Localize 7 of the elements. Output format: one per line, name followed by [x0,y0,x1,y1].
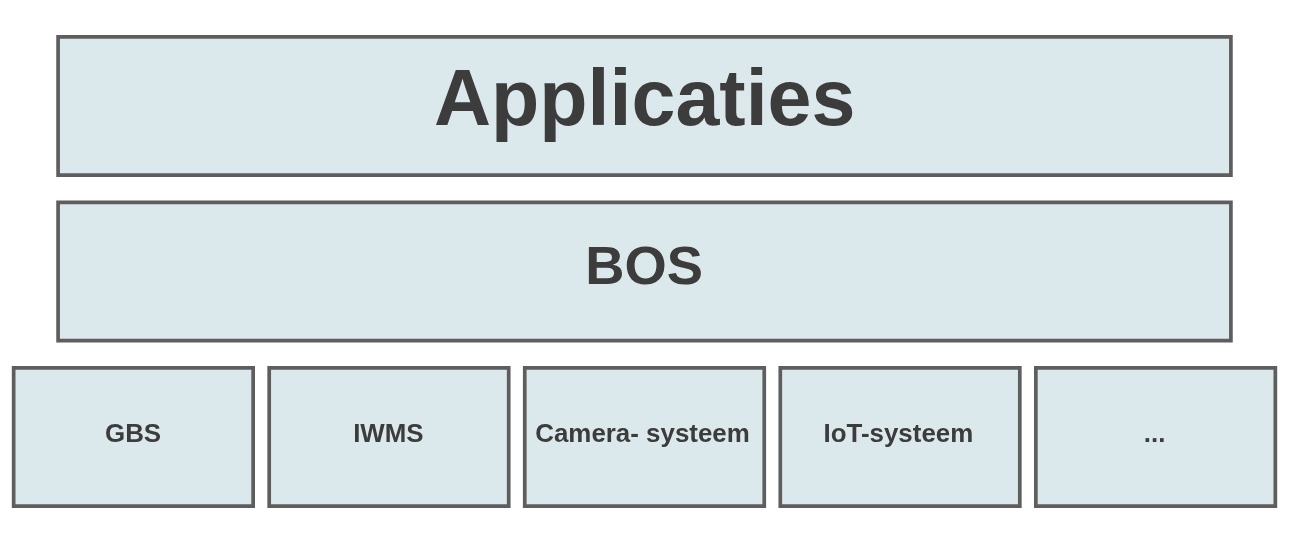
node-box: Camera- systeem [522,365,767,508]
node-box: IWMS [267,365,511,508]
node-box: Applicaties [56,34,1233,177]
node-box: IoT-systeem [778,365,1022,508]
node-box: GBS [11,365,255,508]
node-box: ... [1034,365,1278,508]
node-box: BOS [56,200,1233,342]
